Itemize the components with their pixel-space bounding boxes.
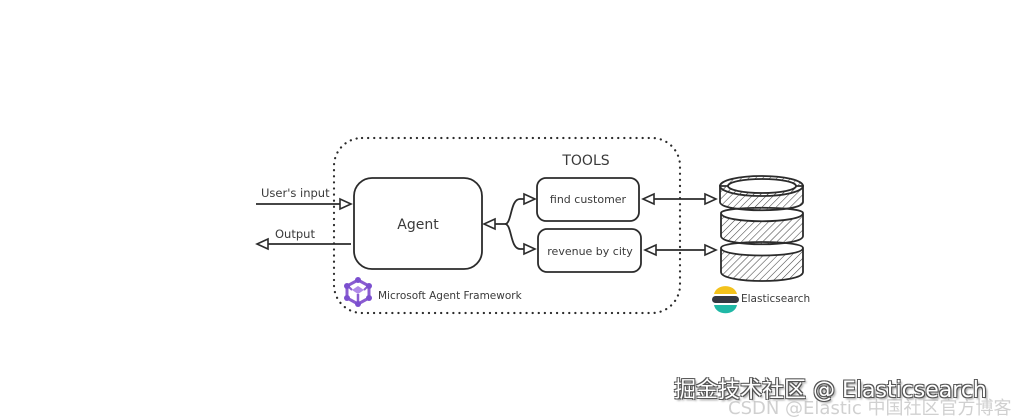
- framework-label: Microsoft Agent Framework: [378, 290, 523, 302]
- framework-boundary: [332, 136, 682, 315]
- user-input-label: User's input: [261, 186, 330, 200]
- tool-box-find-customer: [536, 177, 640, 222]
- database-icon: [719, 175, 804, 282]
- datastore-label: Elasticsearch: [741, 293, 810, 305]
- agent-framework-logo-icon: [344, 277, 372, 307]
- tool2-datastore-arrow: [643, 243, 718, 257]
- user-input-arrow: [256, 197, 353, 211]
- watermark-primary: 掘金技术社区 @ Elasticsearch: [674, 378, 987, 403]
- tool-label-revenue-by-city: revenue by city: [547, 245, 633, 258]
- agent-label: Agent: [397, 217, 439, 233]
- tools-title: TOOLS: [561, 153, 609, 169]
- elasticsearch-logo-icon: [712, 286, 739, 314]
- agent-box: [353, 177, 483, 270]
- output-label: Output: [275, 227, 315, 241]
- output-arrow: [255, 237, 351, 251]
- tool-box-revenue-by-city: [537, 228, 642, 273]
- watermark-secondary: CSDN @Elastic 中国社区官方博客: [728, 398, 1012, 419]
- tool-label-find-customer: find customer: [550, 193, 627, 206]
- tool1-datastore-arrow: [641, 192, 718, 206]
- agent-tools-connector: [482, 192, 537, 256]
